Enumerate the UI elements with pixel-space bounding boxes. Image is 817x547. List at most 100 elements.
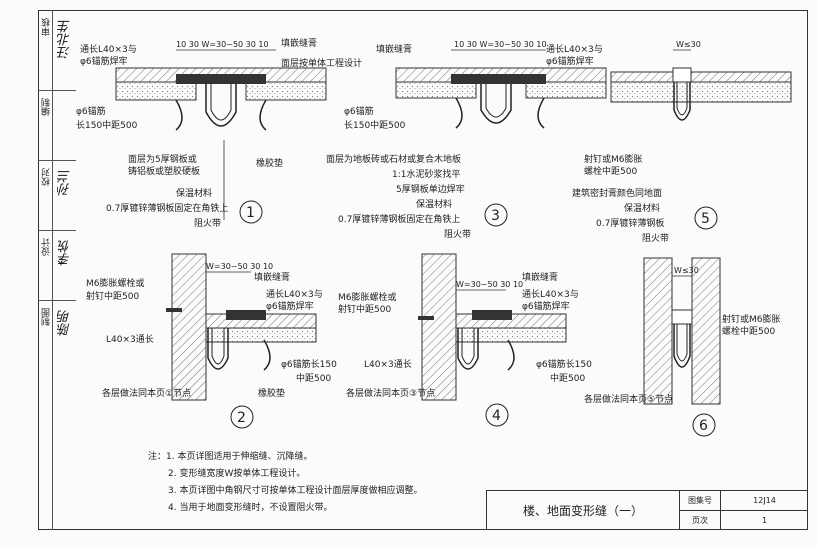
label: 1:1水泥砂浆找平 bbox=[392, 168, 461, 180]
label: 填嵌缝膏 bbox=[281, 37, 317, 49]
title-block: 楼、地面变形缝（一） 图集号 12J14 页次 1 bbox=[486, 490, 808, 529]
page-label: 页次 bbox=[680, 511, 721, 529]
note-item: 3. 本页详图中角钢尺寸可按单体工程设计面层厚度做相应调整。 bbox=[168, 486, 423, 496]
label: 5厚钢板单边焊牢 bbox=[396, 183, 465, 195]
label: 0.7厚镀锌薄钢板固定在角铁上 bbox=[338, 213, 460, 225]
detail-number: 5 bbox=[701, 211, 710, 227]
notes: 注：1. 本页详图适用于伸缩缝、沉降缝。 2. 变形缝宽度W按单体工程设计。 3… bbox=[148, 449, 422, 517]
sidebar-label: 设计 bbox=[42, 238, 52, 256]
note-row: 2. 变形缝宽度W按单体工程设计。 bbox=[148, 466, 422, 483]
label: 各层做法同本页⑤节点 bbox=[584, 393, 673, 405]
sidebar-row-compile: 编制 bbox=[38, 90, 76, 161]
drawing-title: 楼、地面变形缝（一） bbox=[522, 503, 643, 518]
label: 通长L40×3与 bbox=[80, 43, 137, 55]
note-row: 4. 当用于地面变形缝时，不设置阻火带。 bbox=[148, 500, 422, 517]
label: 射钉或M6膨胀 bbox=[722, 313, 781, 325]
detail-1: 10 30 W=30~50 30 10 通长L40×3与 φ6锚筋焊牢 填嵌缝膏… bbox=[76, 37, 362, 229]
note-item: 4. 当用于地面变形缝时，不设置阻火带。 bbox=[168, 503, 333, 513]
dimension-text: 10 30 W=30~50 30 10 bbox=[176, 40, 269, 49]
sidebar-row-design: 设计 李悦 bbox=[38, 230, 76, 301]
note-item: 2. 变形缝宽度W按单体工程设计。 bbox=[168, 469, 306, 479]
detail-number: 1 bbox=[246, 205, 255, 221]
label: 射钉或M6膨胀 bbox=[584, 153, 643, 165]
sidebar-label: 校对 bbox=[42, 168, 52, 186]
label: 射钉中距500 bbox=[86, 290, 139, 302]
label: φ6锚筋 bbox=[344, 105, 374, 117]
dimension-text: W≤30 bbox=[676, 40, 701, 49]
label: 长150中距500 bbox=[344, 119, 406, 131]
note-row: 注：1. 本页详图适用于伸缩缝、沉降缝。 bbox=[148, 449, 422, 466]
label: 橡胶垫 bbox=[256, 157, 283, 169]
label: 阻火带 bbox=[194, 218, 221, 229]
label: φ6锚筋焊牢 bbox=[80, 55, 128, 67]
note-row: 3. 本页详图中角钢尺寸可按单体工程设计面层厚度做相应调整。 bbox=[148, 483, 422, 500]
label: φ6锚筋长150 bbox=[281, 358, 337, 370]
label: 射钉中距500 bbox=[338, 303, 391, 315]
detail-number: 2 bbox=[237, 410, 246, 426]
label: 通长L40×3与 bbox=[266, 288, 323, 300]
note-item: 1. 本页详图适用于伸缩缝、沉降缝。 bbox=[166, 452, 313, 462]
label: L40×3通长 bbox=[106, 333, 154, 345]
label: 阻火带 bbox=[444, 229, 471, 240]
label: 通长L40×3与 bbox=[522, 288, 579, 300]
label: M6膨胀螺栓或 bbox=[86, 277, 145, 289]
label: 中距500 bbox=[550, 372, 585, 384]
label: φ6锚筋焊牢 bbox=[522, 300, 570, 312]
label: 面层为地板砖或石材或复合木地板 bbox=[326, 153, 461, 165]
title-block-grid: 图集号 12J14 页次 1 bbox=[679, 491, 808, 529]
label: 阻火带 bbox=[642, 233, 669, 244]
signature: 李悦 bbox=[58, 240, 73, 266]
label: 面层按单体工程设计 bbox=[281, 57, 362, 69]
label: 填嵌缝膏 bbox=[254, 271, 290, 283]
label: 中距500 bbox=[296, 372, 331, 384]
sidebar-row-draw: 制图 陈明 bbox=[38, 300, 76, 530]
signature: 孙兰 bbox=[58, 170, 73, 196]
signature: 陈明 bbox=[58, 310, 73, 336]
atlas-label: 图集号 bbox=[680, 491, 721, 511]
detail-6: W≤30 射钉或M6膨胀 螺栓中距500 各层做法同本页⑤节点 6 bbox=[584, 257, 781, 437]
label: L40×3通长 bbox=[364, 358, 412, 370]
label: 保温材料 bbox=[416, 198, 452, 210]
label: 0.7厚镀锌薄钢板固定在角铁上 bbox=[106, 202, 228, 214]
sidebar-row-check: 校对 孙兰 bbox=[38, 160, 76, 231]
signature: 汪北生 bbox=[58, 20, 73, 59]
label: φ6锚筋焊牢 bbox=[546, 55, 594, 67]
label: φ6锚筋长150 bbox=[536, 358, 592, 370]
label: M6膨胀螺栓或 bbox=[338, 291, 397, 303]
label: 各层做法同本页③节点 bbox=[346, 387, 435, 399]
sidebar-row-review: 审核 汪北生 bbox=[38, 10, 76, 91]
label: φ6锚筋焊牢 bbox=[266, 300, 314, 312]
dimension-text: W≤30 bbox=[674, 266, 699, 275]
detail-4: W=30~50 30 10 填嵌缝膏 M6膨胀螺栓或 射钉中距500 通长L40… bbox=[338, 253, 592, 427]
atlas-value: 12J14 bbox=[721, 491, 808, 511]
sidebar-label: 制图 bbox=[42, 308, 52, 326]
detail-3: 10 30 W=30~50 30 10 填嵌缝膏 通长L40×3与 φ6锚筋焊牢… bbox=[326, 40, 607, 240]
label: 保温材料 bbox=[624, 202, 660, 214]
label: 螺栓中距500 bbox=[584, 165, 637, 177]
label: 通长L40×3与 bbox=[546, 43, 603, 55]
label: 铸铝板或塑胶硬板 bbox=[128, 165, 200, 177]
detail-2: W=30~50 30 10 M6膨胀螺栓或 射钉中距500 填嵌缝膏 通长L40… bbox=[86, 253, 337, 429]
signature-sidebar: 审核 汪北生 编制 校对 孙兰 设计 李悦 制图 陈明 bbox=[38, 10, 76, 530]
notes-prefix: 注： bbox=[148, 452, 167, 462]
dimension-text: W=30~50 30 10 bbox=[206, 262, 273, 271]
dimension-text: W=30~50 30 10 bbox=[456, 280, 523, 289]
label: 各层做法同本页①节点 bbox=[102, 387, 191, 399]
detail-number: 4 bbox=[492, 408, 501, 424]
label: 0.7厚镀锌薄钢板 bbox=[596, 217, 664, 229]
label: 填嵌缝膏 bbox=[376, 43, 412, 55]
label: 建筑密封膏颜色同地面 bbox=[572, 187, 662, 199]
sidebar-divider bbox=[52, 10, 53, 530]
label: 橡胶垫 bbox=[258, 387, 285, 399]
label: 螺栓中距500 bbox=[722, 325, 775, 337]
detail-number: 6 bbox=[699, 418, 708, 434]
detail-number: 3 bbox=[491, 208, 500, 224]
dimension-text: 10 30 W=30~50 30 10 bbox=[454, 40, 547, 49]
label: 填嵌缝膏 bbox=[522, 271, 558, 283]
sidebar-label: 编制 bbox=[42, 98, 52, 116]
label: φ6锚筋 bbox=[76, 105, 106, 117]
detail-5: W≤30 射钉或M6膨胀 螺栓中距500 建筑密封膏颜色同地面 保温材料 0.7… bbox=[572, 40, 792, 244]
label: 长150中距500 bbox=[76, 119, 138, 131]
label: 面层为5厚钢板或 bbox=[128, 153, 197, 165]
